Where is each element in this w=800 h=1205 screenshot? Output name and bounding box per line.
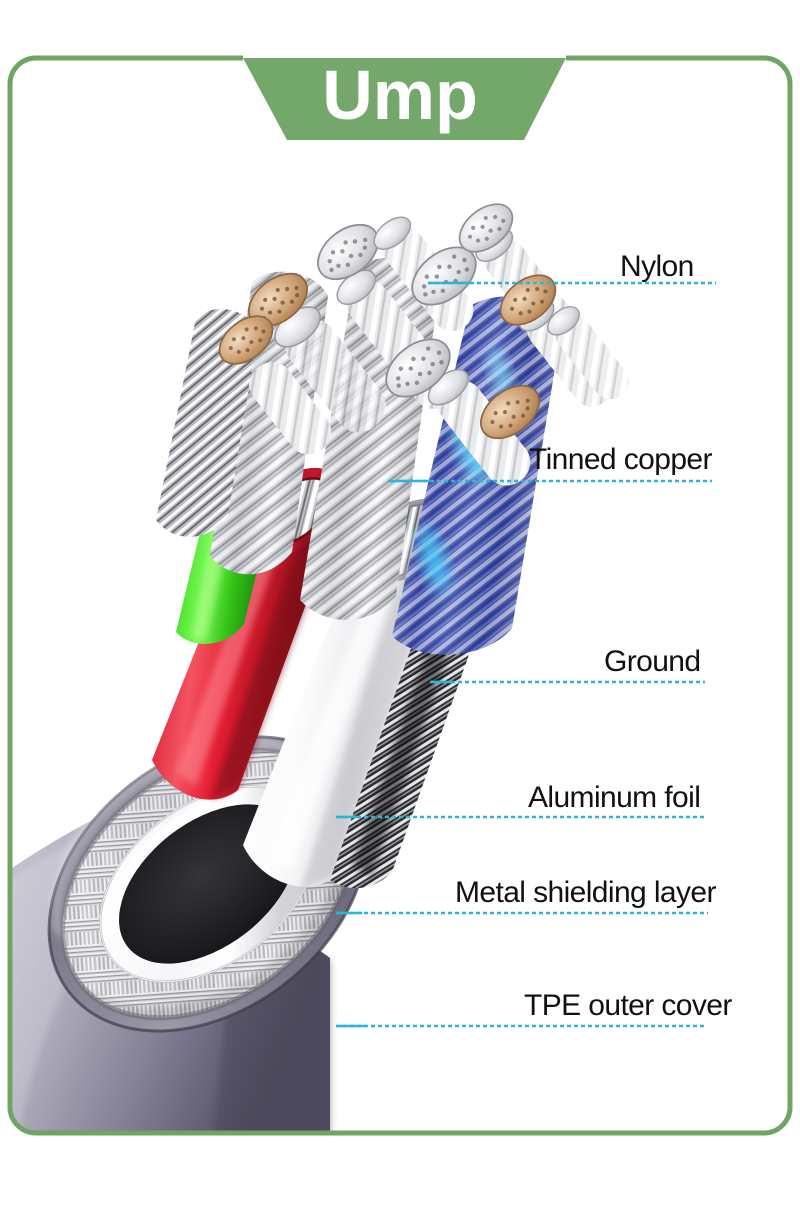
callout-label-aluminum-foil: Aluminum foil	[528, 781, 701, 814]
callout-label-ground: Ground	[604, 645, 701, 678]
callout-label-nylon: Nylon	[620, 250, 694, 283]
callout-label-tpe-outer-cover: TPE outer cover	[524, 989, 732, 1022]
callout-label-metal-shielding-layer: Metal shielding layer	[455, 876, 716, 909]
callout-label-tinned-copper: Tinned copper	[529, 443, 712, 476]
